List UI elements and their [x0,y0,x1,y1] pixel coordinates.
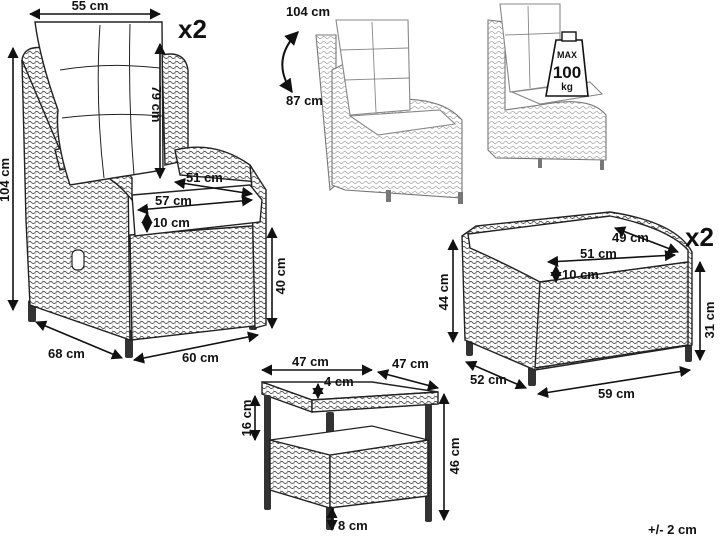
chair-quantity: x2 [178,14,207,44]
recline-lever [71,249,85,271]
table-depth-label: 47 cm [392,356,429,371]
ottoman-width-label: 59 cm [598,386,635,401]
chair-seat-width-label: 57 cm [155,193,192,208]
chair-cushion-label: 10 cm [153,215,190,230]
ottoman-cushion-depth-label: 49 cm [612,230,649,245]
table-illustration: 47 cm 47 cm 4 cm 16 cm 46 cm 8 cm [239,354,462,533]
chair-width-top-label: 55 cm [72,0,109,13]
ottoman-quantity: x2 [685,222,714,252]
tolerance-note: +/- 2 cm [648,522,697,537]
ottoman-cushion-width-arrow [546,249,677,268]
recline-reclined-label: 87 cm [286,93,323,108]
recline-seat-cushion [348,109,457,136]
ottoman-depth-label: 52 cm [470,372,507,387]
recline-back-cushion [335,19,411,116]
ottoman-depth-arrow [464,360,528,390]
load-illustration: MAX 100 kg [487,3,607,170]
load-max-label: MAX [557,50,577,60]
chair-seat-height-label: 40 cm [273,258,288,295]
chair-depth-label: 68 cm [48,346,85,361]
ottoman-cushion-width-label: 51 cm [580,246,617,261]
table-leg [264,395,271,510]
chair-front-panel [129,224,266,341]
chair-armrest-width-label: 51 cm [186,170,223,185]
ottoman-cushion-depth-arrow [613,226,680,254]
chair-seat-width-arrow [136,195,254,215]
chair-depth-arrow [34,320,124,360]
chair-armrest-width-arrow [173,178,254,198]
chair-width-arrow [132,331,260,364]
chair-width-label: 60 cm [182,350,219,365]
table-depth-arrow [376,369,440,391]
load-value-label: 100 [553,63,581,82]
chair-back-height-label: 79 cm [149,86,164,123]
ottoman-front-panel [534,261,689,369]
chair-height-label: 104 cm [0,158,12,202]
table-height-label: 46 cm [447,438,462,475]
ottoman-height-label: 44 cm [436,274,451,311]
recline-arrow [279,31,299,94]
table-shelf-top [269,425,429,456]
recline-illustration: 104 cm 87 cm [279,4,463,204]
chair-dimensions: 55 cm x2 104 cm 79 cm 51 cm 57 cm 10 cm … [0,0,288,365]
table-top-thickness-label: 4 cm [324,374,354,389]
ottoman-width-arrow [536,366,692,398]
ottoman-cushion-thickness-label: 10 cm [562,267,599,282]
table-leg-clearance-label: 8 cm [338,518,368,533]
ottoman-illustration: 49 cm x2 51 cm 10 cm 44 cm 31 cm 52 cm 5… [436,211,717,401]
recline-upright-label: 104 cm [286,4,330,19]
table-shelf-gap-label: 16 cm [239,400,254,437]
load-chair-body [487,19,607,161]
table-width-label: 47 cm [292,354,329,369]
ottoman-leg-height-label: 31 cm [702,302,717,339]
chair-back-frame-right [161,53,189,166]
load-unit-label: kg [561,82,573,93]
